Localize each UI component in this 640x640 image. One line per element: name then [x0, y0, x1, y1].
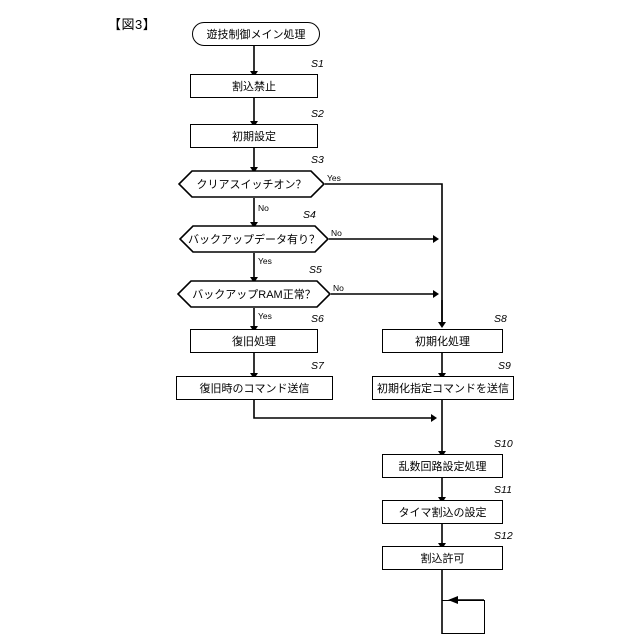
step-label-s9: S9 [498, 360, 511, 372]
loopback-connector [442, 600, 485, 634]
branch-label-s4-no: No [331, 228, 342, 238]
node-s5: バックアップRAM正常？ [177, 280, 331, 308]
step-label-s7: S7 [311, 360, 324, 372]
node-s9-label: 初期化指定コマンドを送信 [377, 383, 509, 395]
step-label-s8: S8 [494, 313, 507, 325]
node-s8: 初期化処理 [382, 329, 503, 353]
node-s11: タイマ割込の設定 [382, 500, 503, 524]
step-label-s4: S4 [303, 209, 316, 221]
branch-label-s5-yes: Yes [258, 311, 272, 321]
node-s9: 初期化指定コマンドを送信 [372, 376, 514, 400]
step-label-s11: S11 [494, 484, 512, 496]
node-s4-label: バックアップデータ有り？ [188, 234, 320, 246]
node-s3-label: クリアスイッチオン？ [196, 179, 307, 191]
step-label-s12: S12 [494, 530, 513, 542]
branch-label-s3-no: No [258, 203, 269, 213]
hexagon-shape-s5 [177, 280, 331, 308]
node-s10-label: 乱数回路設定処理 [398, 461, 487, 473]
node-s7: 復旧時のコマンド送信 [176, 376, 333, 400]
node-s1: 割込禁止 [190, 74, 318, 98]
node-s10: 乱数回路設定処理 [382, 454, 503, 478]
node-s3: クリアスイッチオン？ [178, 170, 325, 198]
step-label-s5: S5 [309, 264, 322, 276]
node-s6: 復旧処理 [190, 329, 318, 353]
node-s6-label: 復旧処理 [232, 336, 276, 348]
step-label-s10: S10 [494, 438, 513, 450]
branch-label-s5-no: No [333, 283, 344, 293]
node-s2: 初期設定 [190, 124, 318, 148]
node-s1-label: 割込禁止 [232, 81, 276, 93]
node-s12: 割込許可 [382, 546, 503, 570]
node-s7-label: 復旧時のコマンド送信 [199, 383, 310, 395]
figure-title: 【図3】 [108, 17, 157, 32]
branch-label-s4-yes: Yes [258, 256, 272, 266]
node-s5-label: バックアップRAM正常？ [192, 289, 316, 301]
node-s4: バックアップデータ有り？ [179, 225, 329, 253]
hexagon-shape-s3 [178, 170, 325, 198]
step-label-s6: S6 [311, 313, 324, 325]
node-s2-label: 初期設定 [232, 131, 276, 143]
step-label-s1: S1 [311, 58, 324, 70]
hexagon-shape-s4 [179, 225, 329, 253]
node-s11-label: タイマ割込の設定 [398, 507, 487, 519]
node-s12-label: 割込許可 [420, 553, 465, 565]
node-s8-label: 初期化処理 [415, 336, 470, 348]
branch-label-s3-yes: Yes [327, 173, 341, 183]
node-start: 遊技制御メイン処理 [192, 22, 320, 46]
step-label-s3: S3 [311, 154, 324, 166]
node-start-label: 遊技制御メイン処理 [206, 29, 306, 41]
step-label-s2: S2 [311, 108, 324, 120]
